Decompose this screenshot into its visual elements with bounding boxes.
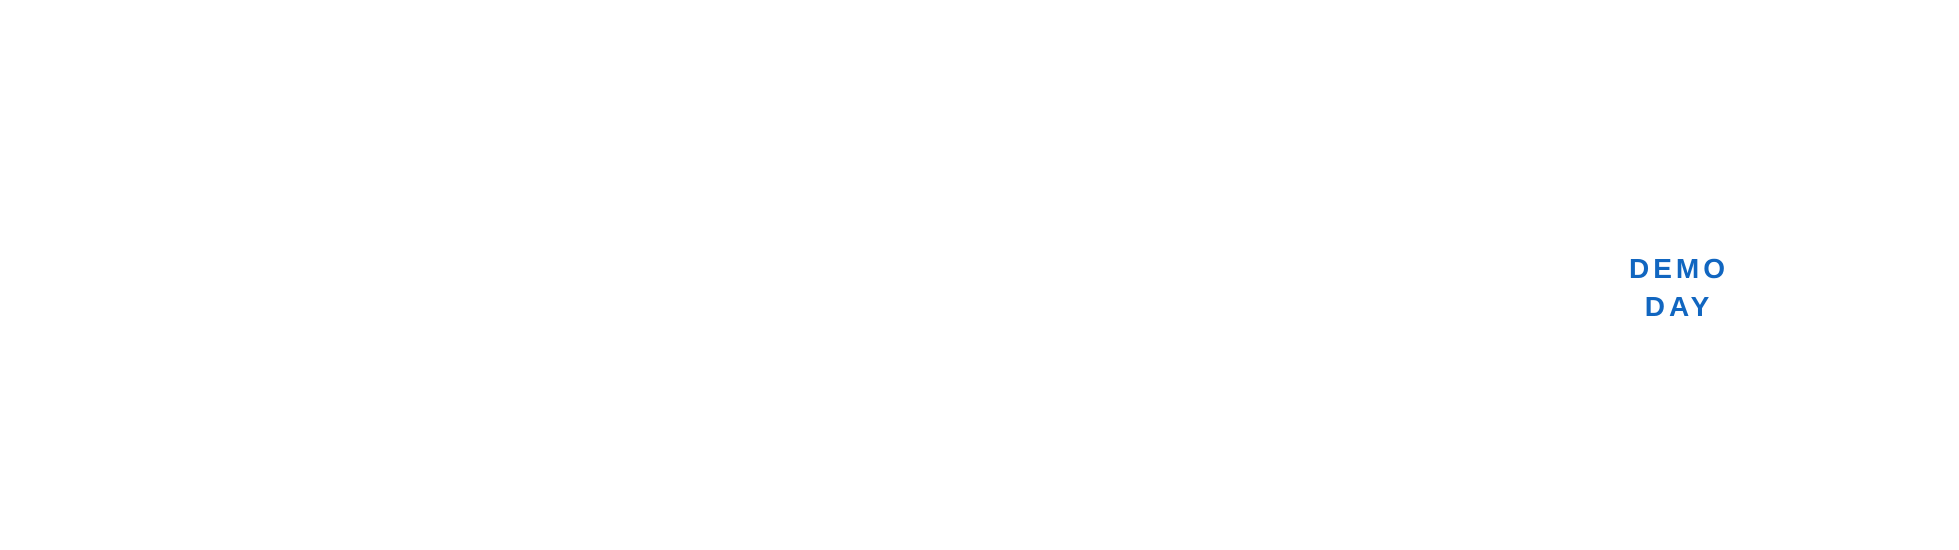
demo-day-line-1: DEMO [1629, 253, 1729, 284]
demo-day-label: DEMO DAY [1588, 250, 1766, 326]
demo-day-line-2: DAY [1644, 291, 1714, 322]
